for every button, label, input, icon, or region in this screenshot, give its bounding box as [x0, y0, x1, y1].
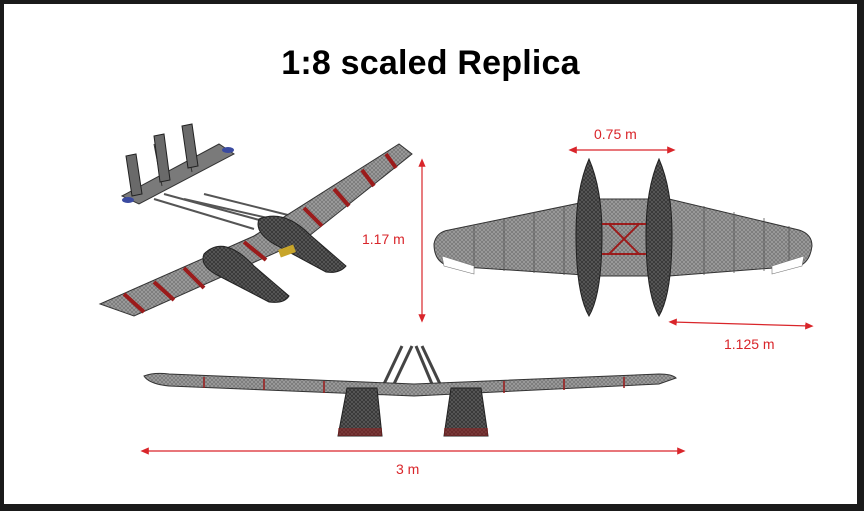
figure-frame: 1:8 scaled Replica — [4, 4, 857, 504]
iso-wing — [98, 143, 413, 317]
front-wing — [143, 372, 677, 397]
span-dimension-label: 3 m — [396, 461, 420, 477]
height-dimension-label: 1.17 m — [362, 231, 405, 247]
iso-float-right — [257, 215, 347, 273]
front-wing-ribs — [203, 377, 625, 393]
half-span-dimension-label: 1.125 m — [724, 336, 775, 352]
replica-drawing — [98, 123, 814, 455]
front-view — [143, 345, 677, 437]
page-title: 1:8 scaled Replica — [281, 44, 580, 82]
top-wing-ribs — [473, 206, 790, 275]
isometric-view — [98, 123, 413, 317]
top-view — [433, 157, 813, 317]
iso-float-left — [202, 245, 290, 303]
top-float-right — [645, 157, 673, 317]
top-float-left — [575, 157, 603, 317]
front-struts — [382, 345, 442, 385]
float-spacing-dimension-label: 0.75 m — [594, 126, 637, 142]
half-span-dimension-line — [668, 318, 814, 330]
tail-assembly — [120, 123, 235, 205]
